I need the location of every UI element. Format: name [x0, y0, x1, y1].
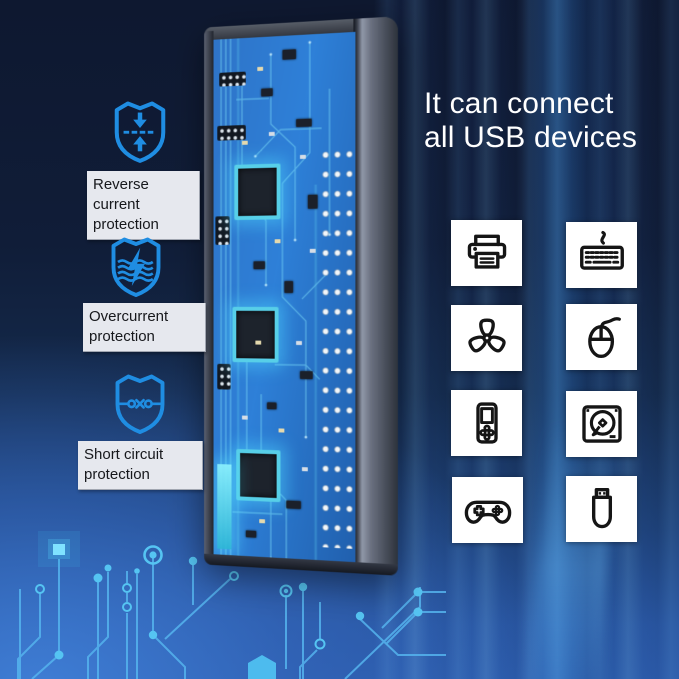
fan-icon [467, 318, 506, 353]
pcb-traces [214, 32, 356, 563]
headline-line2: all USB devices [424, 121, 638, 154]
device-tile-hard-drive [566, 391, 637, 457]
usb-hub-circuit-board-photo [204, 16, 398, 576]
enclosure-left-wall [204, 30, 214, 562]
pin-header [215, 216, 230, 245]
controller-chip [236, 448, 281, 503]
short-circuit-shield-icon [115, 374, 165, 434]
overcurrent-shield-icon [111, 237, 161, 297]
headline-line1: It can connect [424, 87, 614, 120]
device-tile-keyboard [566, 222, 637, 288]
keyboard-icon [579, 230, 624, 270]
game-controller-icon [464, 500, 511, 524]
device-tile-usb-flash-drive [566, 476, 637, 542]
protection-label: Short circuit protection [78, 441, 203, 490]
controller-chip [232, 306, 279, 363]
printer-icon [467, 234, 506, 269]
mp3-player-icon [475, 402, 498, 444]
reverse-current-shield-icon [114, 101, 166, 163]
pin-header [217, 363, 231, 390]
mouse-icon [587, 317, 621, 359]
glow-node [38, 531, 80, 567]
usb-flash-drive-icon [591, 487, 612, 529]
device-tile-fan [451, 305, 522, 371]
controller-chip [234, 163, 281, 221]
pin-header [217, 124, 246, 141]
hard-drive-icon [581, 405, 622, 443]
protection-label: Overcurrent protection [83, 303, 206, 352]
device-tile-printer [451, 220, 522, 286]
enclosure-right-wall [353, 16, 398, 576]
device-tile-game-controller [452, 477, 523, 543]
device-tile-mouse [566, 304, 637, 370]
background-glow [526, 420, 620, 679]
pin-header [219, 71, 246, 87]
glowing-component [217, 464, 232, 550]
usb-port-solder-pads [317, 141, 353, 549]
protection-label: Reverse current protection [87, 171, 200, 240]
device-tile-mp3-player [451, 390, 522, 456]
pcb [213, 31, 356, 564]
headline: It can connect all USB devices [424, 87, 637, 155]
